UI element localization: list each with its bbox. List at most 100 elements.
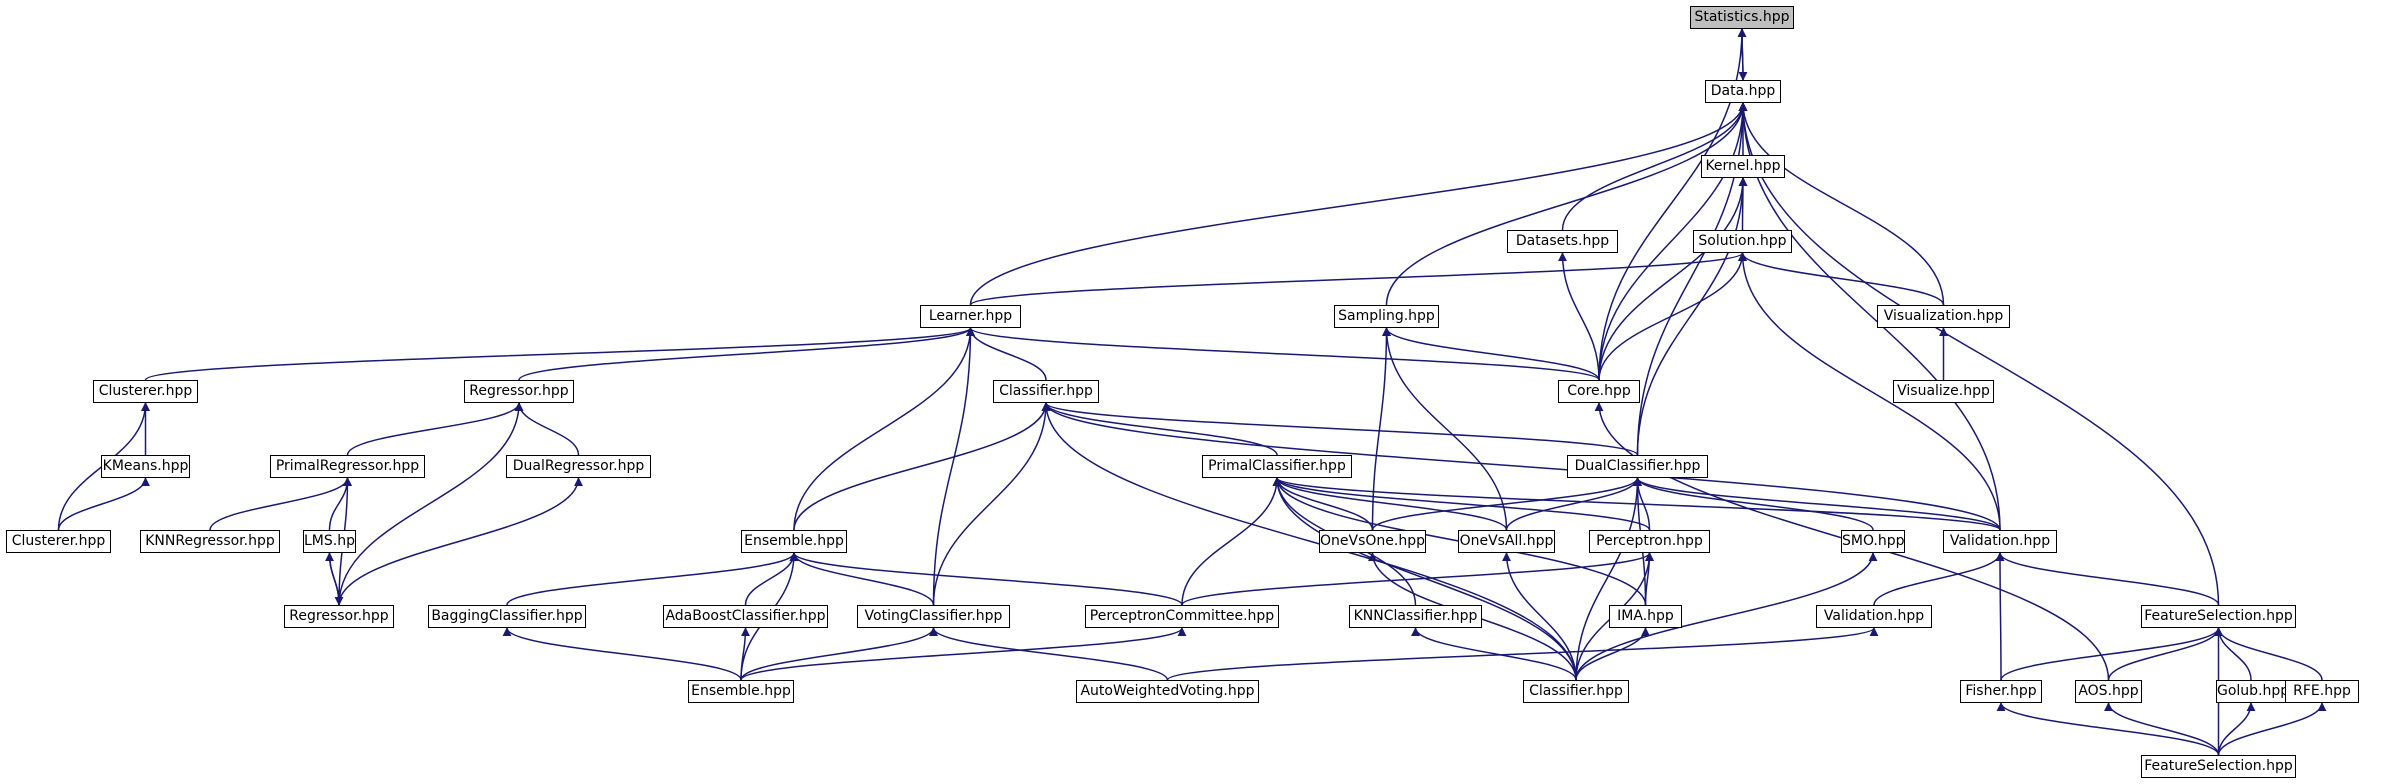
edge-validation2-to-validation1 bbox=[1873, 552, 2005, 606]
edge-stats-to-data bbox=[1738, 28, 1748, 81]
edge-knnregressor-to-primalregressor bbox=[209, 477, 352, 531]
edge-voting-to-ensemble1 bbox=[789, 552, 935, 606]
edge-perceptroncommittee-to-perceptron bbox=[1181, 552, 1654, 606]
edge-core-to-solution bbox=[1598, 252, 1747, 381]
node-rfe[interactable]: RFE.hpp bbox=[2285, 680, 2359, 703]
node-data[interactable]: Data.hpp bbox=[1705, 80, 1781, 103]
node-clusterer1[interactable]: Clusterer.hpp bbox=[93, 380, 198, 403]
node-core[interactable]: Core.hpp bbox=[1558, 380, 1640, 403]
node-perceptroncommittee[interactable]: PerceptronCommittee.hpp bbox=[1085, 605, 1279, 628]
node-featuresel1[interactable]: FeatureSelection.hpp bbox=[2141, 605, 2296, 628]
node-visualize[interactable]: Visualize.hpp bbox=[1893, 380, 1994, 403]
node-regressor2[interactable]: Regressor.hpp bbox=[284, 605, 394, 628]
edge-onevsone-to-sampling bbox=[1371, 327, 1391, 531]
edge-core-to-sampling bbox=[1382, 327, 1600, 381]
node-ensemble2[interactable]: Ensemble.hpp bbox=[688, 680, 794, 703]
edge-autoweighted-to-voting bbox=[929, 627, 1169, 681]
edge-primalregressor-to-regressor1 bbox=[346, 402, 524, 456]
node-sampling[interactable]: Sampling.hpp bbox=[1334, 305, 1439, 328]
edge-classifier2-to-smo bbox=[1575, 552, 1878, 681]
edge-validation1-to-dualclassifier bbox=[1633, 477, 2001, 531]
edge-core-to-learner bbox=[966, 327, 1600, 381]
node-featuresel2[interactable]: FeatureSelection.hpp bbox=[2141, 755, 2296, 778]
edge-bagging-to-ensemble1 bbox=[506, 552, 799, 606]
node-visualization[interactable]: Visualization.hpp bbox=[1877, 305, 2010, 328]
edge-featuresel2-to-fisher bbox=[1996, 702, 2220, 756]
edge-validation1-to-classifier1 bbox=[1041, 402, 2001, 531]
node-knnclassifier[interactable]: KNNClassifier.hpp bbox=[1349, 605, 1482, 628]
edge-fisher-to-validation1 bbox=[1995, 552, 2005, 681]
node-learner[interactable]: Learner.hpp bbox=[920, 305, 1021, 328]
node-clusterer2[interactable]: Clusterer.hpp bbox=[6, 530, 111, 553]
node-golub[interactable]: Golub.hpp bbox=[2216, 680, 2286, 703]
edge-ensemble2-to-bagging bbox=[502, 627, 742, 681]
edge-visualization-to-solution bbox=[1738, 252, 1945, 306]
edge-core-to-data bbox=[1598, 102, 1748, 381]
edge-onevsone-to-dualclassifier bbox=[1371, 477, 1642, 531]
edge-regressor2-to-lms bbox=[325, 552, 340, 606]
edge-core-to-kernel bbox=[1598, 177, 1748, 381]
node-aos[interactable]: AOS.hpp bbox=[2075, 680, 2142, 703]
node-dualregressor[interactable]: DualRegressor.hpp bbox=[506, 455, 651, 478]
node-validation2[interactable]: Validation.hpp bbox=[1816, 605, 1932, 628]
node-perceptron[interactable]: Perceptron.hpp bbox=[1589, 530, 1710, 553]
edge-featuresel2-to-rfe bbox=[2217, 702, 2327, 756]
edge-perceptroncommittee-to-primalclassifier bbox=[1181, 477, 1282, 606]
edge-ensemble2-to-perceptroncommittee bbox=[740, 627, 1187, 681]
node-lms[interactable]: LMS.hpp bbox=[303, 530, 356, 553]
node-regressor1[interactable]: Regressor.hpp bbox=[464, 380, 574, 403]
node-primalclassifier[interactable]: PrimalClassifier.hpp bbox=[1202, 455, 1352, 478]
node-stats[interactable]: Statistics.hpp bbox=[1690, 6, 1794, 29]
node-classifier1[interactable]: Classifier.hpp bbox=[993, 380, 1099, 403]
node-bagging[interactable]: BaggingClassifier.hpp bbox=[428, 605, 586, 628]
edge-regressor1-to-learner bbox=[518, 327, 975, 381]
edge-perceptroncommittee-to-ensemble1 bbox=[789, 552, 1183, 606]
edge-clusterer1-to-learner bbox=[144, 327, 975, 381]
edge-featuresel1-to-validation1 bbox=[1995, 552, 2220, 606]
edge-learner-to-solution bbox=[969, 252, 1747, 306]
edge-ensemble1-to-learner bbox=[793, 327, 975, 531]
edge-validation1-to-solution bbox=[1738, 252, 2001, 531]
node-solution[interactable]: Solution.hpp bbox=[1693, 230, 1792, 253]
edge-fisher-to-featuresel1 bbox=[2000, 627, 2223, 681]
node-validation1[interactable]: Validation.hpp bbox=[1943, 530, 2057, 553]
edge-classifier2-to-classifier1 bbox=[1041, 402, 1577, 681]
node-ima[interactable]: IMA.hpp bbox=[1609, 605, 1682, 628]
node-fisher[interactable]: Fisher.hpp bbox=[1960, 680, 2042, 703]
edge-perceptron-to-primalclassifier bbox=[1272, 477, 1651, 531]
edge-smo-to-dualclassifier bbox=[1633, 477, 1874, 531]
node-kmeans[interactable]: KMeans.hpp bbox=[101, 455, 190, 478]
edge-visualization-to-data bbox=[1738, 102, 1945, 306]
edge-core-to-datasets bbox=[1558, 252, 1600, 381]
edge-featuresel2-to-golub bbox=[2217, 702, 2256, 756]
node-onevsone[interactable]: OneVsOne.hpp bbox=[1319, 530, 1426, 553]
node-primalregressor[interactable]: PrimalRegressor.hpp bbox=[270, 455, 425, 478]
edge-voting-to-classifier1 bbox=[932, 402, 1051, 606]
node-knnregressor[interactable]: KNNRegressor.hpp bbox=[140, 530, 280, 553]
edge-regressor2-to-dualregressor bbox=[338, 477, 583, 606]
node-classifier2[interactable]: Classifier.hpp bbox=[1523, 680, 1629, 703]
edge-classifier2-to-onevsall bbox=[1502, 552, 1577, 681]
edge-onevsall-to-primalclassifier bbox=[1272, 477, 1508, 531]
node-kernel[interactable]: Kernel.hpp bbox=[1701, 155, 1785, 178]
edge-ensemble2-to-voting bbox=[740, 627, 938, 681]
edge-onevsall-to-dualclassifier bbox=[1505, 477, 1642, 531]
node-ensemble1[interactable]: Ensemble.hpp bbox=[741, 530, 847, 553]
edge-classifier2-to-dualclassifier bbox=[1575, 477, 1642, 681]
node-onevsall[interactable]: OneVsAll.hpp bbox=[1458, 530, 1555, 553]
node-dualclassifier[interactable]: DualClassifier.hpp bbox=[1567, 455, 1708, 478]
node-datasets[interactable]: Datasets.hpp bbox=[1507, 230, 1618, 253]
node-adaboost[interactable]: AdaBoostClassifier.hpp bbox=[663, 605, 828, 628]
edge-primalclassifier-to-classifier1 bbox=[1041, 402, 1278, 456]
edge-datasets-to-data bbox=[1561, 102, 1748, 231]
edge-clusterer2-to-kmeans bbox=[57, 477, 150, 531]
edge-dualclassifier-to-kernel bbox=[1636, 177, 1748, 456]
node-smo[interactable]: SMO.hpp bbox=[1841, 530, 1905, 553]
edge-featuresel2-to-aos bbox=[2104, 702, 2220, 756]
edge-classifier2-to-knnclassifier bbox=[1411, 627, 1577, 681]
edge-sampling-to-data bbox=[1385, 102, 1748, 306]
node-voting[interactable]: VotingClassifier.hpp bbox=[857, 605, 1010, 628]
node-autoweighted[interactable]: AutoWeightedVoting.hpp bbox=[1076, 680, 1259, 703]
edge-regressor2-to-regressor1 bbox=[338, 402, 524, 606]
